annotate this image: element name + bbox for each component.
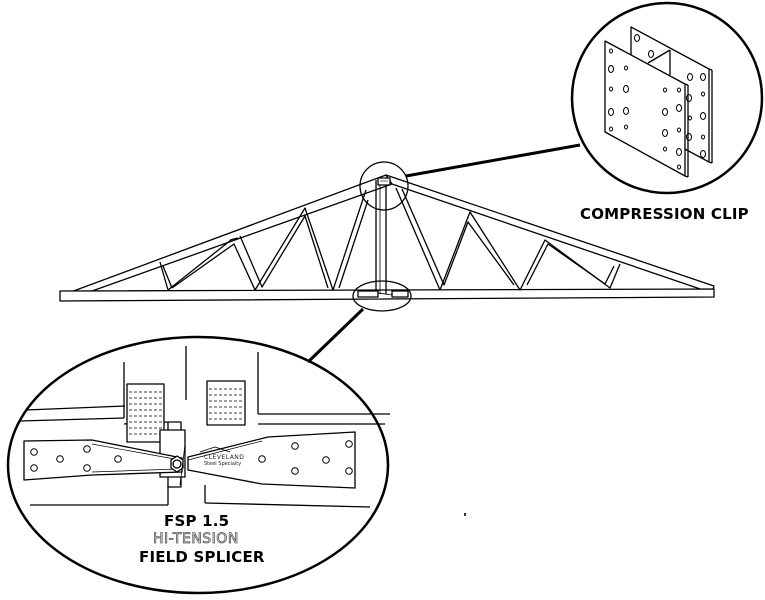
field-splicer-model: FSP 1.5 xyxy=(164,512,230,530)
field-splicer-detail xyxy=(19,346,390,508)
field-splicer-ellipse xyxy=(6,335,390,595)
stray-mark xyxy=(464,513,466,516)
compression-clip-front-plate xyxy=(604,40,689,178)
apex-clip xyxy=(377,177,391,186)
compression-clip-circle xyxy=(570,1,764,195)
brand-tagline: Steel Specialty xyxy=(204,461,242,467)
truss-center-post xyxy=(375,178,387,294)
compression-leader-line xyxy=(405,143,581,178)
truss-bottom-chord xyxy=(59,288,715,302)
compression-clip-label: COMPRESSION CLIP xyxy=(580,205,749,223)
splice-callout-ellipse xyxy=(352,280,412,312)
splice-small xyxy=(357,290,409,298)
apex-callout-circle xyxy=(359,161,409,211)
truss-webs-right xyxy=(395,187,621,291)
truss-top-chord-left xyxy=(59,174,393,302)
truss-webs-left xyxy=(159,189,369,291)
field-splicer-label: FIELD SPLICER xyxy=(139,548,265,566)
compression-clip-holes xyxy=(608,34,706,170)
field-splicer-subtitle: HI-TENSION xyxy=(153,531,239,548)
brand-name: CLEVELAND xyxy=(204,454,245,461)
splice-leader-line xyxy=(306,307,365,364)
